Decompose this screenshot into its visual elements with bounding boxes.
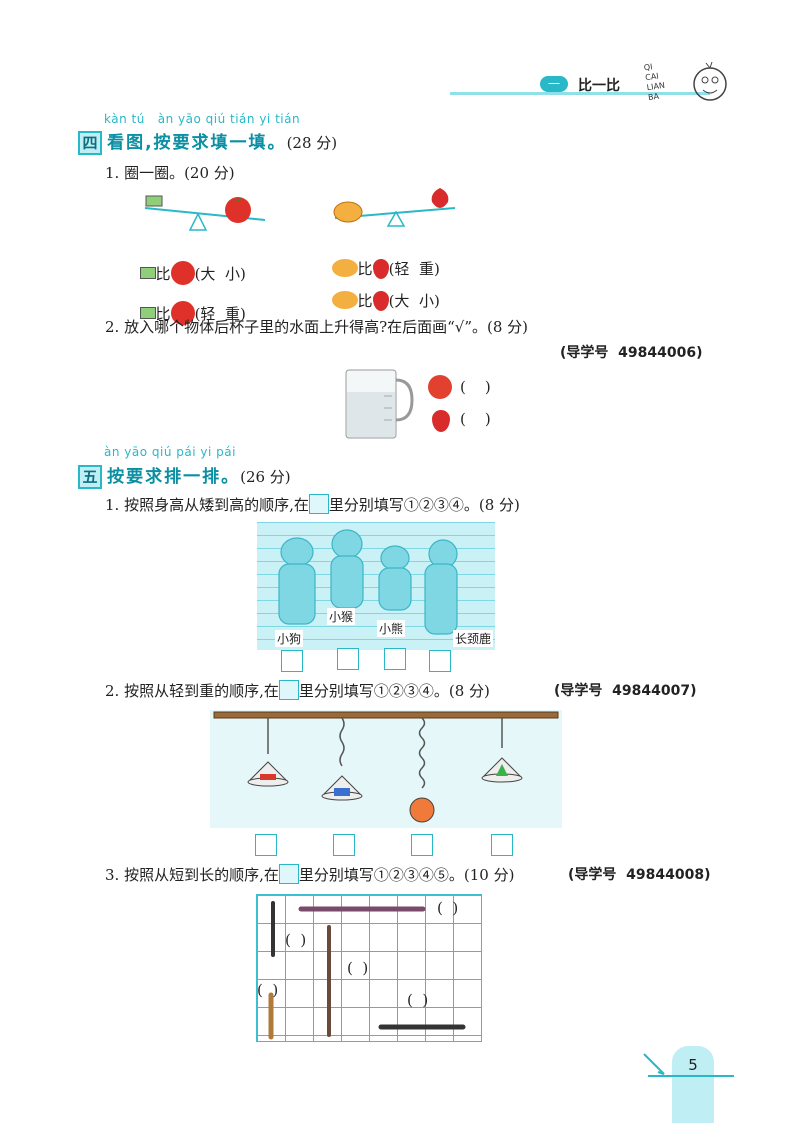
tomato-icon [170, 261, 195, 285]
header-line [450, 92, 710, 95]
answer-box-dog[interactable] [281, 650, 303, 672]
apple-icon [428, 375, 452, 399]
label-dog: 小狗 [275, 630, 304, 647]
answer-box-sample [278, 864, 299, 884]
answer-box-spring-3[interactable] [411, 834, 433, 856]
compare-row-left-1: 比(大 小) [130, 243, 246, 285]
chapter-marker: 一 [540, 76, 568, 92]
label-monkey: 小猴 [327, 608, 356, 625]
tomato-icon [170, 301, 195, 325]
section4-number: 四 [78, 131, 102, 155]
brushes-grid: ( ) ( ) ( ) ( ) ( ) [256, 894, 482, 1042]
brush-answer-2[interactable]: ( ) [285, 931, 307, 949]
melon-icon [331, 259, 358, 277]
circle-options[interactable]: (大 小) [388, 292, 440, 310]
section5-heading: 五 按要求排一排。(26 分) [78, 462, 291, 489]
section5-score: (26 分) [240, 468, 291, 486]
chapter-label: 一 [547, 77, 560, 91]
strawberry-answer[interactable]: ( ) [460, 410, 491, 428]
page-number: 5 [688, 1056, 698, 1074]
brush-answer-1[interactable]: ( ) [437, 899, 459, 917]
chapter-title: 比一比 [578, 78, 620, 94]
circle-options[interactable]: (轻 重) [194, 305, 246, 323]
page-number-tab: 5 [672, 1046, 714, 1123]
answer-box-monkey[interactable] [337, 648, 359, 670]
footer-line [648, 1075, 734, 1077]
label-bear: 小熊 [377, 620, 406, 637]
pencil-icon [640, 1050, 666, 1076]
s4-q2-text: 2. 放入哪个物体后杯子里的水面上升得高?在后面画“√”。(8 分) [105, 318, 529, 336]
compare-row-right-2: 比(大 小) [322, 272, 440, 311]
brush-answer-3[interactable]: ( ) [347, 959, 369, 977]
section4-heading: 四 看图,按要求填一填。(28 分) [78, 128, 337, 155]
strawberry-icon [372, 259, 389, 279]
section5-title: 按要求排一排。 [107, 467, 241, 487]
s5-q2-text: 2. 按照从轻到重的顺序,在里分别填写①②③④。(8 分) [105, 680, 490, 700]
melon-icon [331, 291, 358, 309]
section4-score: (28 分) [286, 134, 338, 152]
answer-box-spring-1[interactable] [255, 834, 277, 856]
s5-q3-ref: (导学号 49844008) [568, 867, 711, 883]
answer-box-spring-4[interactable] [491, 834, 513, 856]
s5-q2-ref: (导学号 49844007) [554, 683, 697, 699]
animals-picture: 小狗 小猴 小熊 长颈鹿 [257, 522, 495, 650]
strawberry-icon [432, 410, 450, 432]
compare-row-left-2: 比(轻 重) [130, 283, 246, 325]
circle-options[interactable]: (轻 重) [388, 260, 440, 278]
springs-picture [210, 710, 562, 828]
strawberry-icon [372, 291, 389, 311]
answer-box-sample [308, 494, 329, 514]
circle-options[interactable]: (大 小) [194, 265, 246, 283]
s4-q1-text: 1. 圈一圈。(20 分) [105, 164, 235, 182]
label-giraffe: 长颈鹿 [453, 630, 494, 647]
apple-answer[interactable]: ( ) [460, 378, 491, 396]
compare-row-right-1: 比(轻 重) [322, 240, 440, 279]
object-icon [139, 267, 156, 279]
answer-box-bear[interactable] [384, 648, 406, 670]
answer-box-giraffe[interactable] [429, 650, 451, 672]
s5-q1-text: 1. 按照身高从矮到高的顺序,在里分别填写①②③④。(8 分) [105, 494, 520, 514]
section4-title: 看图,按要求填一填。 [107, 133, 287, 153]
s4-q2-ref: (导学号 49844006) [560, 345, 703, 361]
s5-q3-text: 3. 按照从短到长的顺序,在里分别填写①②③④⑤。(10 分) [105, 864, 515, 884]
section4-pinyin: kàn tú àn yāo qiú tián yi tián [104, 112, 301, 126]
brush-answer-4[interactable]: ( ) [257, 981, 279, 999]
object-icon [139, 307, 156, 319]
beaker-image [344, 366, 414, 442]
section5-pinyin: àn yāo qiú pái yi pái [104, 445, 236, 459]
balance-scale-left [140, 192, 270, 237]
brush-answer-5[interactable]: ( ) [407, 991, 429, 1009]
answer-box-spring-2[interactable] [333, 834, 355, 856]
answer-box-sample [278, 680, 299, 700]
qicailianba-logo: QI CAI LIAN BA [638, 60, 728, 110]
section5-number: 五 [78, 465, 102, 489]
balance-scale-right [330, 182, 460, 232]
